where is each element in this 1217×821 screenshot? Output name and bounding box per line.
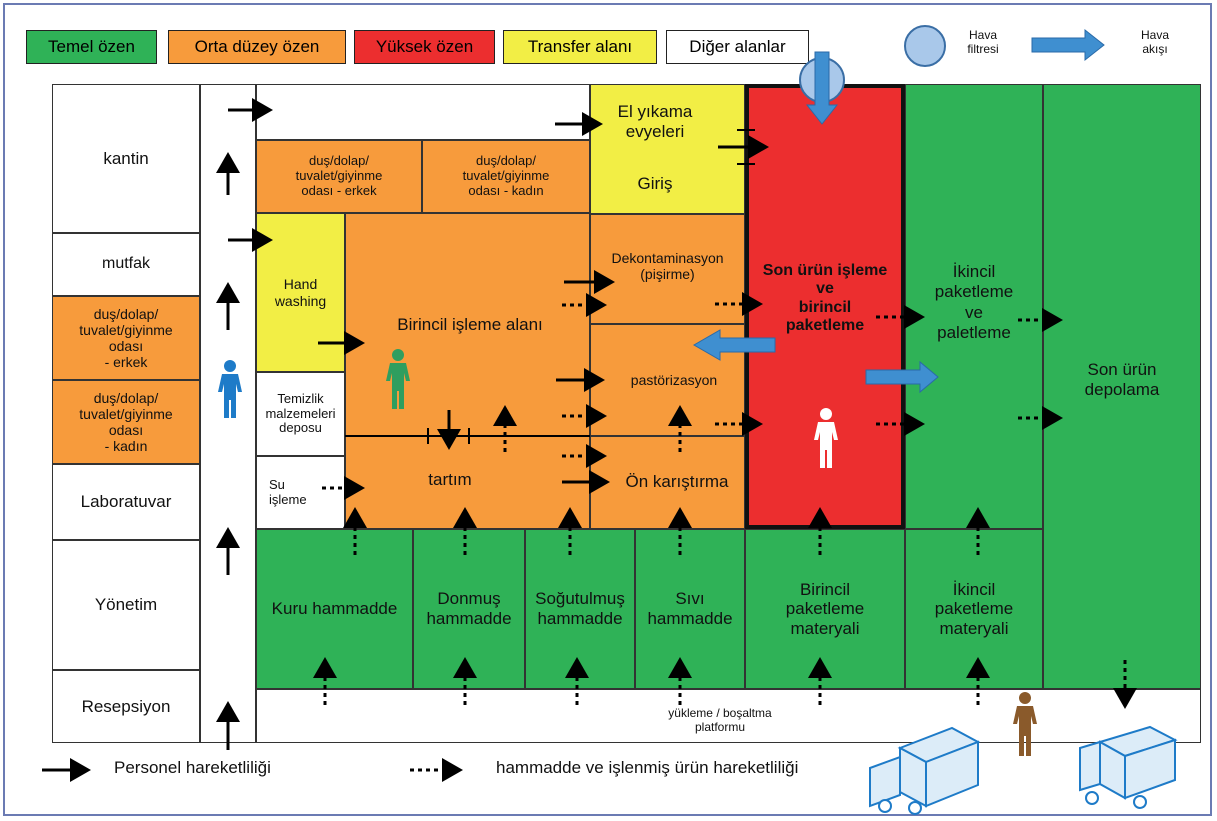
- legend-yuksek-ozen: Yüksek özen: [354, 30, 495, 64]
- room-resepsiyon: Resepsiyon: [52, 670, 200, 743]
- room-birincil-materyal-label: Birincil paketleme materyali: [785, 579, 865, 638]
- diagram-frame: [3, 3, 1212, 816]
- room-son-urun-isleme-label: Son ürün işleme ve birincil paketleme: [762, 262, 888, 335]
- air-flow-right-icon: [865, 360, 939, 394]
- room-mutfak: mutfak: [52, 233, 200, 296]
- room-ikincil-materyal: İkincil paketleme materyali: [905, 529, 1043, 689]
- room-hand-washing-label: Hand washing: [274, 276, 327, 309]
- room-yonetim: Yönetim: [52, 540, 200, 670]
- legend-yuksek-label: Yüksek özen: [375, 37, 474, 56]
- room-ikincil-paketleme-label: İkincil paketleme ve paletleme: [934, 262, 1014, 343]
- room-giris-label: Giriş: [637, 174, 673, 193]
- room-son-urun-depolama-label: Son ürün depolama: [1084, 360, 1160, 400]
- legend-temel-ozen: Temel özen: [26, 30, 157, 64]
- legend-transfer-label: Transfer alanı: [527, 37, 633, 56]
- loading-platform: [256, 689, 1201, 743]
- legend-hava-akisi-label: Hava akışı: [1140, 28, 1169, 56]
- legend-personel-label: Personel hareketliliği: [114, 758, 271, 777]
- room-dus-erkek-left-label: duş/dolap/ tuvalet/giyinme odası - erkek: [79, 305, 173, 371]
- room-el-yikama-label: El yıkama evyeleri: [617, 102, 693, 141]
- room-el-yikama-giris: [590, 84, 745, 214]
- truck-icon-right: [1079, 725, 1178, 809]
- air-flow-left-icon: [692, 329, 776, 361]
- room-ikincil-materyal-label: İkincil paketleme materyali: [934, 579, 1014, 638]
- loading-platform-label: yükleme / boşaltma platformu: [668, 706, 772, 734]
- room-kantin: kantin: [52, 84, 200, 233]
- top-corridor: [256, 84, 590, 140]
- room-temizlik: Temizlik malzemeleri deposu: [256, 372, 345, 456]
- room-dus-kadin-left-label: duş/dolap/ tuvalet/giyinme odası - kadın: [79, 389, 173, 455]
- room-pastorizasyon-label: pastörizasyon: [630, 372, 718, 388]
- room-dus-erkek-left: duş/dolap/ tuvalet/giyinme odası - erkek: [52, 296, 200, 380]
- room-ikincil-paketleme: [905, 84, 1043, 529]
- room-donmus-label: Donmuş hammadde: [426, 589, 512, 628]
- room-on-karistirma-label: Ön karıştırma: [625, 472, 729, 491]
- room-tartim-label: tartım: [428, 470, 472, 489]
- room-on-karistirma: [590, 436, 745, 529]
- air-filter-legend-icon: [904, 25, 946, 67]
- room-kuru-label: Kuru hammadde: [271, 599, 398, 619]
- legend-diger-label: Diğer alanlar: [689, 37, 786, 56]
- room-birincil-isleme-label: Birincil işleme alanı: [397, 315, 543, 334]
- legend-orta-ozen: Orta düzey özen: [168, 30, 346, 64]
- room-dus-kadin-label: duş/dolap/ tuvalet/giyinme odası - kadın: [462, 153, 550, 198]
- room-dekontaminasyon: [590, 214, 745, 324]
- room-dekontaminasyon-label: Dekontaminasyon (pişirme): [611, 250, 724, 282]
- room-temizlik-label: Temizlik malzemeleri deposu: [265, 390, 336, 436]
- room-laboratuvar-label: Laboratuvar: [80, 492, 172, 512]
- truck-icon-left: [869, 726, 981, 815]
- room-dus-erkek: duş/dolap/ tuvalet/giyinme odası - erkek: [256, 140, 422, 213]
- air-flow-legend-icon: [1031, 28, 1105, 62]
- legend-diger-alanlar: Diğer alanlar: [666, 30, 809, 64]
- room-son-urun-depolama: [1043, 84, 1201, 689]
- room-birincil-isleme: [345, 213, 590, 529]
- room-dus-erkek-label: duş/dolap/ tuvalet/giyinme odası - erkek: [295, 153, 383, 198]
- room-resepsiyon-label: Resepsiyon: [81, 696, 171, 716]
- room-kantin-label: kantin: [103, 148, 149, 168]
- room-dus-kadin-left: duş/dolap/ tuvalet/giyinme odası - kadın: [52, 380, 200, 464]
- person-icon-brown: [1013, 692, 1037, 756]
- person-icon-green: [386, 349, 410, 409]
- room-laboratuvar: Laboratuvar: [52, 464, 200, 540]
- room-dus-kadin: duş/dolap/ tuvalet/giyinme odası - kadın: [422, 140, 590, 213]
- room-sivi-label: Sıvı hammadde: [647, 589, 733, 628]
- person-icon-blue: [218, 360, 242, 418]
- legend-hava-filtresi-label: Hava filtresi: [967, 28, 999, 56]
- legend-transfer-alani: Transfer alanı: [503, 30, 657, 64]
- legend-orta-label: Orta düzey özen: [194, 37, 320, 56]
- room-yonetim-label: Yönetim: [94, 595, 158, 615]
- room-mutfak-label: mutfak: [101, 255, 150, 273]
- legend-hammadde-label: hammadde ve işlenmiş ürün hareketliliği: [496, 758, 799, 777]
- person-icon-white: [814, 408, 838, 468]
- room-sogutulmus-label: Soğutulmuş hammadde: [535, 589, 625, 628]
- room-su-isleme-label: Su işleme: [269, 476, 307, 507]
- air-flow-down-icon: [805, 51, 839, 125]
- legend-temel-label: Temel özen: [48, 37, 135, 56]
